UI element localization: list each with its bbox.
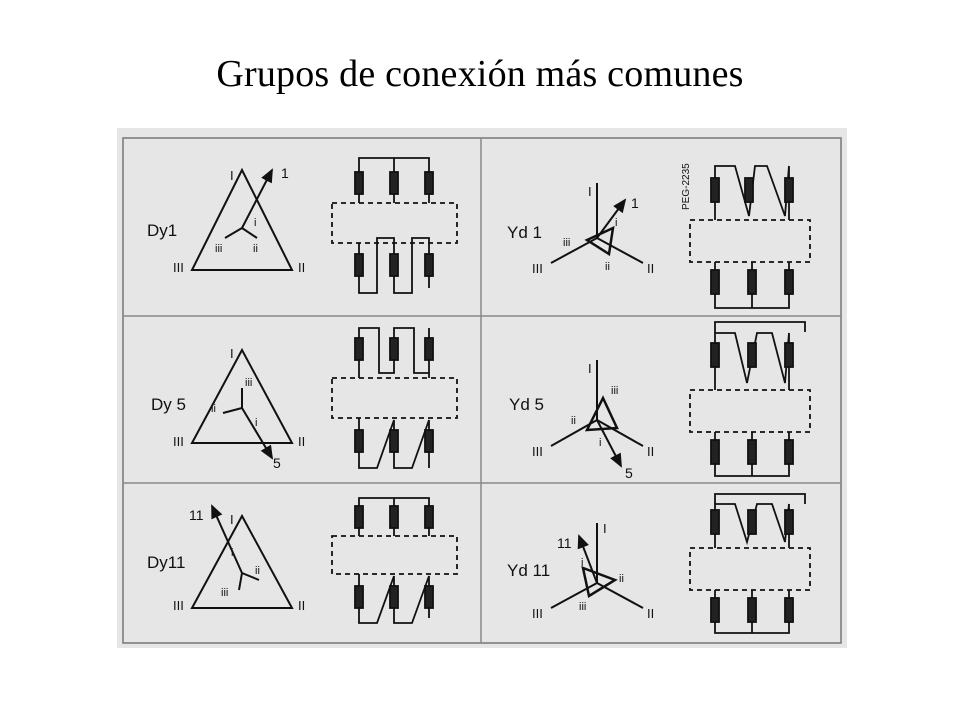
hv-label-3: III [532,606,543,621]
hv-label-2: II [647,444,654,459]
winding-schematic [689,165,811,309]
hv-label-1: I [230,512,234,527]
panel-yd1: Yd 1 I III II 1 i ii iii PEG-2235 [507,163,811,309]
winding-schematic [689,493,811,634]
lv-label-2: ii [571,415,576,427]
hv-star-arm [596,419,644,447]
lv-label-1: i [599,437,601,449]
panel-dy5: Dy 5 I III II 5 iii ii i [151,327,458,471]
lv-label-1: i [615,217,617,229]
grid-frame [122,137,842,644]
panel-yd11: Yd 11 I III II 11 i ii iii [507,493,811,634]
phase-arrow-11 [211,504,243,574]
lv-label-3: iii [563,237,570,249]
lv-star-arm [241,572,260,581]
lv-label-3: iii [611,385,618,397]
hv-label-2: II [298,434,305,449]
hv-label-3: III [532,261,543,276]
lv-star-arm [238,572,243,591]
lv-label-3: iii [245,377,252,389]
hour-label: 5 [273,455,281,471]
lv-star-arm [222,407,243,414]
group-label: Dy11 [147,553,185,572]
hv-label-2: II [647,606,654,621]
hv-label-2: II [647,261,654,276]
lv-label-3: iii [221,587,228,599]
hour-label: 1 [281,165,289,181]
lv-label-2: ii [605,261,610,273]
lv-star-arm [241,227,258,239]
hv-label-1: I [588,361,592,376]
stamp: PEG-2235 [681,163,692,210]
phase-arrow-1 [596,198,627,239]
group-label: Dy1 [147,221,177,240]
lv-label-2: ii [253,243,258,255]
hv-star-arm [550,582,598,609]
lv-star-arm [224,227,243,239]
lv-label-2: ii [211,403,216,415]
hv-delta-triangle [190,167,294,271]
hv-star-arm [596,237,644,264]
hour-label: 1 [631,195,639,211]
connection-groups-diagram: Dy1 I III II 1 i ii iii Yd 1 I III [117,128,847,648]
page-title: Grupos de conexión más comunes [216,53,744,95]
hv-label-3: III [173,434,184,449]
hour-label: 5 [625,465,633,481]
hour-label: 11 [557,535,572,551]
winding-schematic [331,157,458,294]
phase-arrow-5 [241,407,274,460]
hv-label-3: III [173,598,184,613]
phase-arrow-11 [577,534,598,584]
lv-delta-triangle [581,566,618,598]
phase-arrow-1 [241,168,273,229]
hv-delta-triangle [190,347,294,444]
hv-label-1: I [230,168,234,183]
hv-label-1: I [230,346,234,361]
hour-label: 11 [189,507,204,523]
panel-dy1: Dy1 I III II 1 i ii iii [147,157,458,294]
group-label: Yd 5 [509,395,544,414]
hv-label-2: II [298,598,305,613]
lv-label-1: i [254,217,256,229]
panel-yd5: Yd 5 I III II 5 iii ii i [509,321,811,481]
lv-label-2: ii [619,573,624,585]
lv-label-1: i [231,547,233,559]
group-label: Yd 11 [507,561,550,580]
phase-arrow-5 [596,419,622,468]
group-label: Dy 5 [151,395,186,414]
winding-schematic [689,321,811,477]
winding-schematic [331,497,458,624]
hv-label-1: I [588,184,592,199]
hv-label-1: I [603,521,607,536]
lv-label-1: i [581,557,583,569]
hv-label-3: III [532,444,543,459]
group-label: Yd 1 [507,223,542,242]
hv-delta-triangle [190,513,294,609]
lv-label-1: i [255,417,257,429]
hv-label-3: III [173,260,184,275]
lv-delta-triangle [584,395,619,432]
winding-schematic [331,327,458,469]
panel-dy11: Dy11 I III II 11 i ii iii [147,497,458,624]
hv-label-2: II [298,260,305,275]
lv-label-3: iii [215,243,222,255]
lv-label-2: ii [255,565,260,577]
lv-label-3: iii [579,601,586,613]
